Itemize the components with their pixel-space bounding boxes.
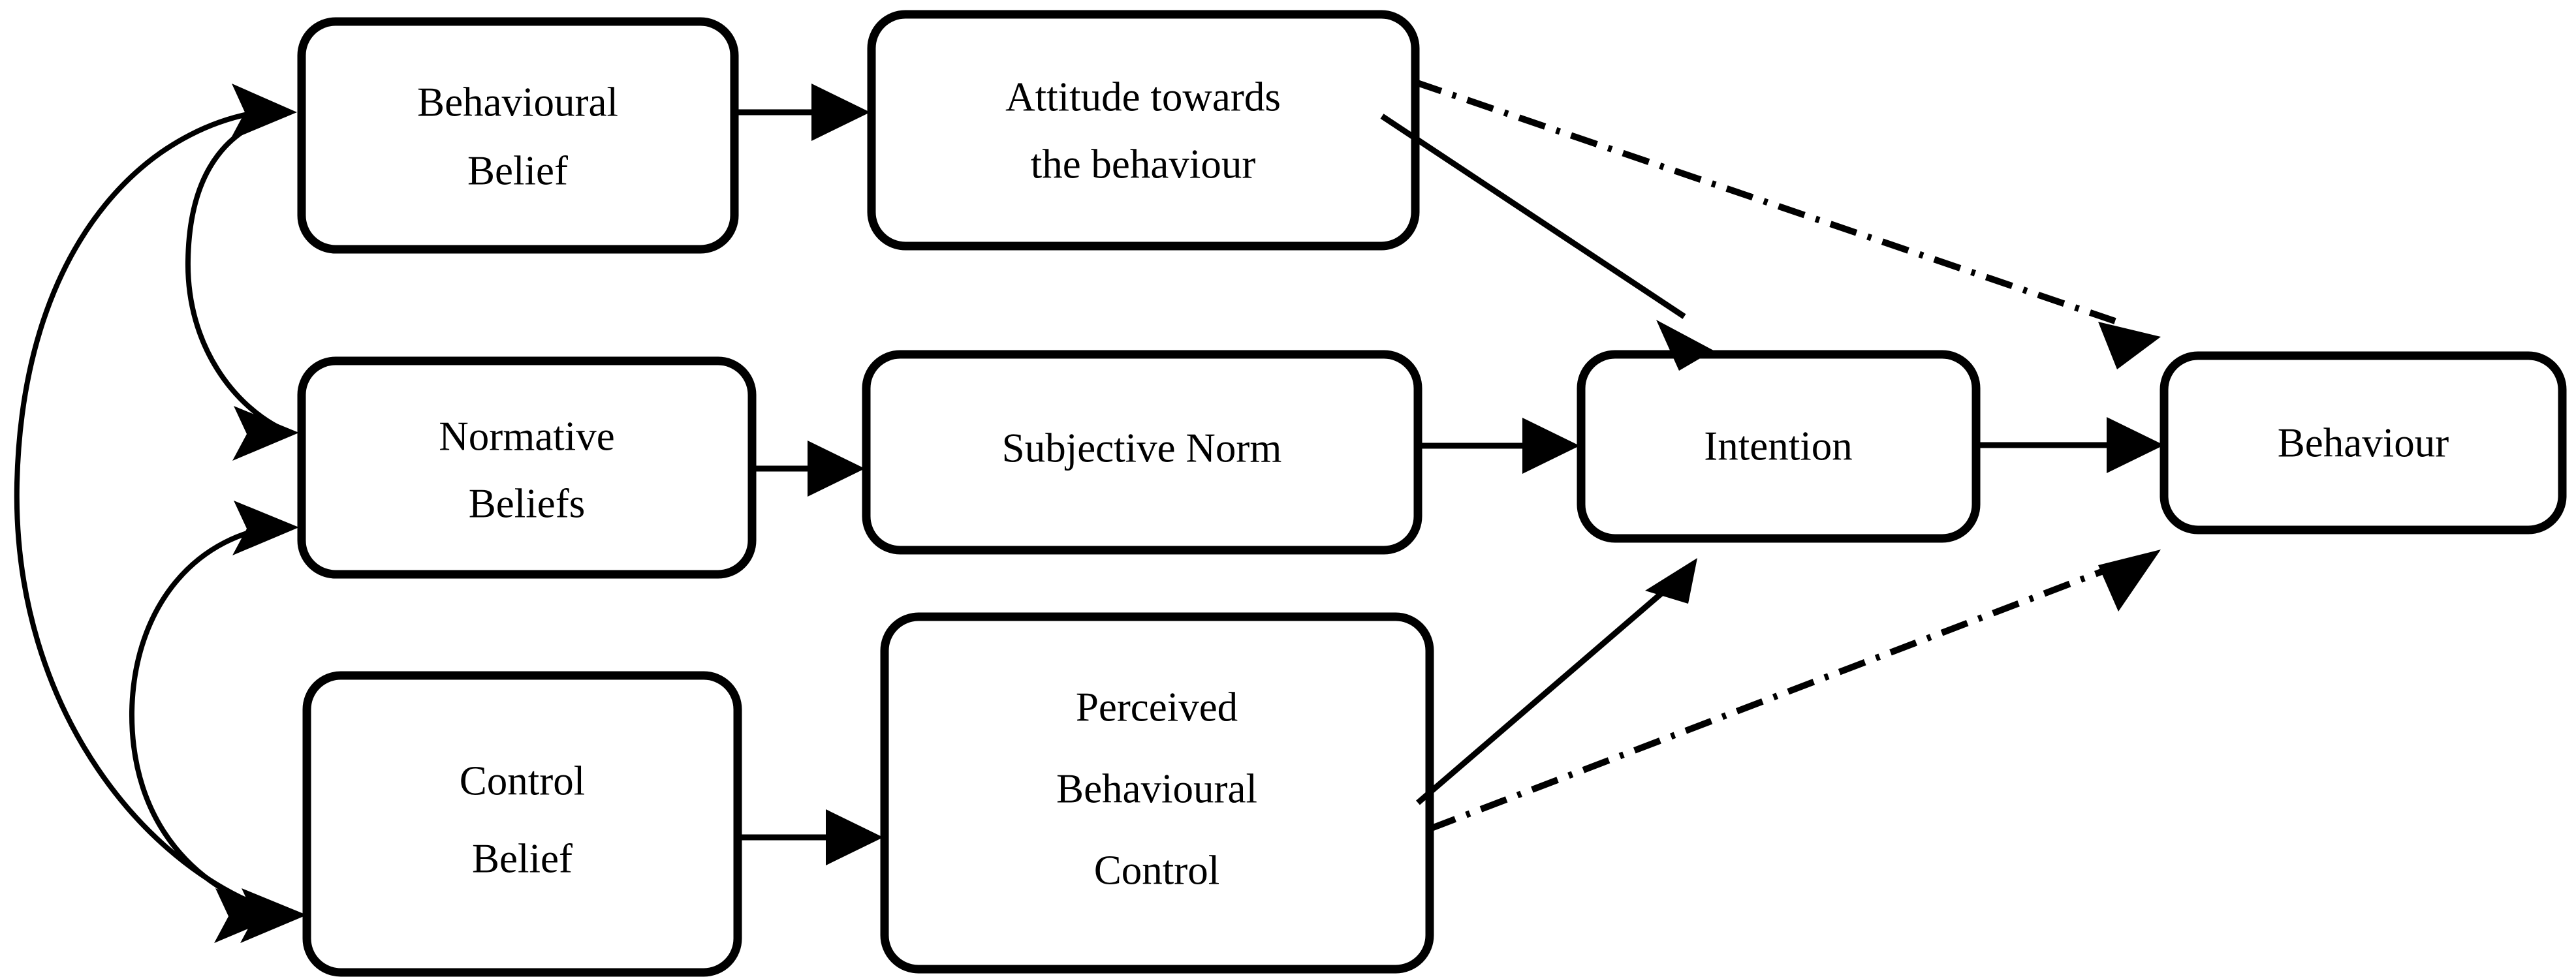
arrowhead-into-control-belief-a bbox=[214, 888, 281, 943]
edge-pbc-to-intention bbox=[1416, 558, 1697, 805]
arrowhead-attitude-to-behaviour bbox=[2098, 322, 2161, 369]
arrowhead-nb-to-subjective-norm bbox=[808, 441, 865, 497]
edge-subjective-norm-to-intention bbox=[1418, 418, 1580, 474]
node-normative-beliefs[interactable]: Normative Beliefs bbox=[297, 356, 757, 579]
attitude-label-line2: the behaviour bbox=[1031, 141, 1256, 187]
edge-intention-to-behaviour bbox=[1976, 417, 2164, 473]
behavioural-belief-box[interactable] bbox=[297, 17, 739, 254]
control-belief-box[interactable] bbox=[302, 671, 742, 977]
edge-pbc-to-behaviour bbox=[1428, 550, 2161, 832]
edge-attitude-to-intention bbox=[1380, 114, 1714, 371]
left-curved-arcs-group bbox=[14, 84, 307, 943]
behavioural-belief-label-line1: Behavioural bbox=[417, 79, 618, 125]
behaviour-label: Behaviour bbox=[2278, 420, 2449, 465]
arrowhead-attitude-to-intention bbox=[1656, 320, 1714, 371]
arrowhead-into-control-belief-b bbox=[240, 888, 307, 943]
edge-pbc-to-intention-line bbox=[1416, 588, 1667, 805]
arrowhead-pbc-to-behaviour bbox=[2098, 550, 2161, 612]
pbc-label-line2: Behavioural bbox=[1056, 766, 1257, 811]
arrowhead-cb-to-pbc bbox=[826, 809, 883, 865]
pbc-label-line3: Control bbox=[1094, 847, 1220, 893]
arrowhead-intention-to-behaviour bbox=[2107, 417, 2164, 473]
node-control-belief[interactable]: Control Belief bbox=[302, 671, 742, 977]
intention-label: Intention bbox=[1704, 423, 1852, 469]
edge-nb-to-subjective-norm bbox=[752, 441, 865, 497]
edge-attitude-to-behaviour-line bbox=[1414, 79, 2116, 324]
control-belief-label-line1: Control bbox=[460, 758, 586, 803]
curve-inner-bb-to-nb bbox=[185, 112, 287, 433]
subjective-norm-label: Subjective Norm bbox=[1002, 425, 1282, 471]
node-subjective-norm[interactable]: Subjective Norm bbox=[862, 350, 1422, 555]
arrowhead-sn-to-intention bbox=[1522, 418, 1580, 474]
edges-group bbox=[734, 79, 2164, 865]
edge-attitude-to-behaviour bbox=[1414, 79, 2161, 369]
attitude-label-line1: Attitude towards bbox=[1005, 74, 1281, 119]
arrowhead-into-normative-beliefs-upper bbox=[232, 406, 299, 461]
node-perceived-behavioural-control[interactable]: Perceived Behavioural Control bbox=[880, 612, 1434, 974]
nodes-group: Behavioural Belief Attitude towards the … bbox=[297, 10, 2567, 977]
curve-inner-nb-to-cb bbox=[129, 523, 288, 918]
behaviour-box[interactable] bbox=[2160, 351, 2567, 535]
pbc-label-line1: Perceived bbox=[1076, 684, 1238, 730]
curve-outer-bb-to-cb bbox=[14, 107, 286, 916]
node-attitude-towards-behaviour[interactable]: Attitude towards the behaviour bbox=[867, 10, 1420, 251]
edge-attitude-to-intention-line bbox=[1380, 114, 1686, 319]
arrowhead-bb-to-attitude bbox=[811, 84, 870, 141]
edge-pbc-to-behaviour-line bbox=[1428, 563, 2116, 832]
behavioural-belief-label-line2: Belief bbox=[467, 147, 568, 193]
edge-bb-to-attitude bbox=[734, 84, 870, 141]
arrowhead-pbc-to-intention bbox=[1645, 558, 1697, 604]
arrowhead-into-behavioural-belief bbox=[230, 84, 297, 140]
node-behaviour[interactable]: Behaviour bbox=[2160, 351, 2567, 535]
subjective-norm-box[interactable] bbox=[862, 350, 1422, 555]
node-intention[interactable]: Intention bbox=[1577, 350, 1981, 543]
attitude-towards-behaviour-box[interactable] bbox=[867, 10, 1420, 251]
arrowhead-into-normative-beliefs-lower bbox=[232, 501, 299, 555]
control-belief-label-line2: Belief bbox=[472, 835, 573, 881]
node-behavioural-belief[interactable]: Behavioural Belief bbox=[297, 17, 739, 254]
edge-cb-to-pbc bbox=[738, 809, 883, 865]
normative-beliefs-label-line1: Normative bbox=[439, 413, 614, 459]
normative-beliefs-box[interactable] bbox=[297, 356, 757, 579]
normative-beliefs-label-line2: Beliefs bbox=[469, 480, 585, 526]
